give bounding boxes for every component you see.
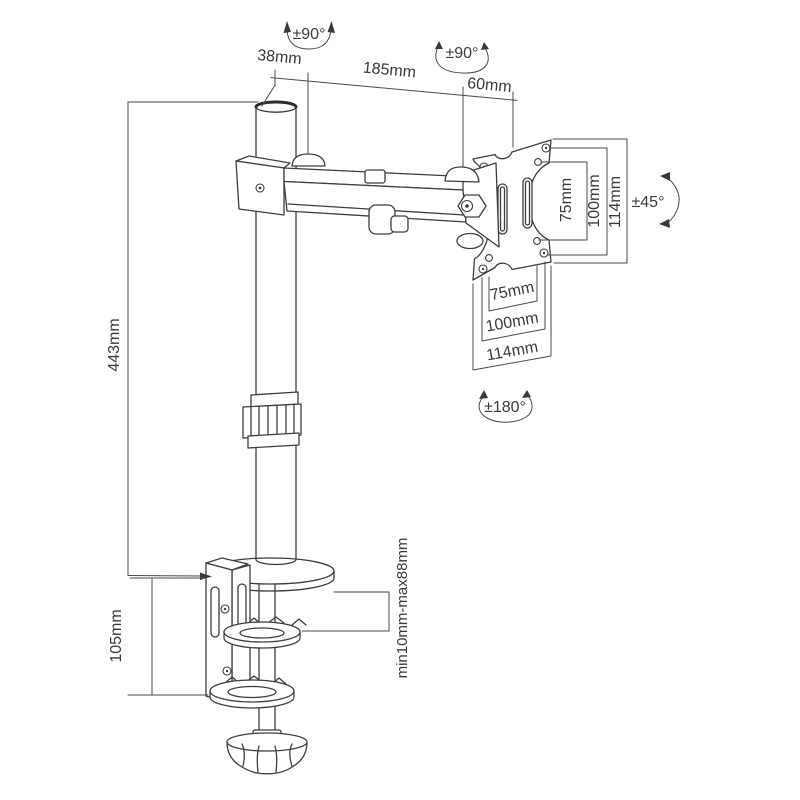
vesa-hole-75-tr	[534, 158, 542, 166]
articulating-arm	[283, 166, 480, 223]
dim-vesa-vertical-114: 114mm	[552, 138, 628, 264]
vesa-vertical-114-label: 114mm	[607, 176, 624, 228]
dim-top-chain: 38mm 185mm 60mm	[256, 47, 518, 168]
vesa-horizontal-114-label: 114mm	[485, 339, 539, 365]
annotation-pole-rotation: ±90°	[283, 21, 335, 50]
desk-thickness-label: min10mm-max88mm	[394, 538, 411, 679]
height-adjust-collar	[242, 391, 302, 449]
clamp-screw-rod	[258, 583, 276, 735]
vesa-head-depth-label: 60mm	[466, 75, 512, 96]
pole-height-label: 443mm	[106, 318, 123, 371]
vesa-vertical-75-label: 75mm	[558, 178, 575, 222]
dim-pole-diameter: 38mm	[256, 47, 302, 68]
pole-rotation-label: ±90°	[293, 26, 326, 43]
dim-vesa-vertical-100: 100mm	[546, 147, 608, 256]
joint-rotation-label: ±90°	[446, 45, 479, 62]
dim-arm-length: 185mm	[362, 60, 417, 82]
lower-clamp-pad	[209, 675, 295, 709]
clamp-height-label: 105mm	[108, 609, 125, 662]
screen-rotation-label: ±180°	[484, 399, 526, 416]
arm-length-label: 185mm	[362, 60, 417, 82]
annotation-screen-rotation: ±180°	[478, 390, 533, 423]
joint-bottom-wing	[456, 232, 484, 250]
vesa-slot-right	[522, 177, 533, 229]
annotation-joint-rotation: ±90°	[435, 41, 489, 74]
dim-clamp-height: 105mm	[108, 577, 209, 696]
tilt-range-label: ±45°	[632, 194, 665, 211]
vesa-slot-left	[497, 183, 508, 235]
vesa-hole-75-br	[533, 237, 541, 245]
dim-head-offset: 60mm	[466, 75, 512, 96]
vesa-horizontal-75-label: 75mm	[489, 279, 536, 304]
pole-diameter-label: 38mm	[256, 47, 302, 68]
clamp-top-cap	[291, 153, 326, 167]
dim-desk-thickness: min10mm-max88mm	[301, 538, 411, 679]
annotation-tilt: ±45°	[632, 172, 680, 228]
arm-top-clip	[364, 169, 386, 184]
dim-pole-height: 443mm	[106, 101, 259, 580]
vesa-vertical-100-label: 100mm	[586, 174, 603, 227]
dim-vesa-horizontal-75: 75mm	[488, 265, 538, 312]
joint-cap	[444, 166, 480, 183]
vesa-hole-75-bl	[485, 254, 493, 262]
arm-clamp	[235, 153, 326, 216]
dim-vesa-vertical-75: 75mm	[538, 161, 588, 241]
cable-clip	[368, 204, 409, 235]
joint-hex-bolt	[457, 194, 487, 218]
upper-clamp-pad	[223, 616, 307, 649]
clamp-knob	[226, 729, 308, 775]
bracket-slot-left	[210, 586, 220, 638]
